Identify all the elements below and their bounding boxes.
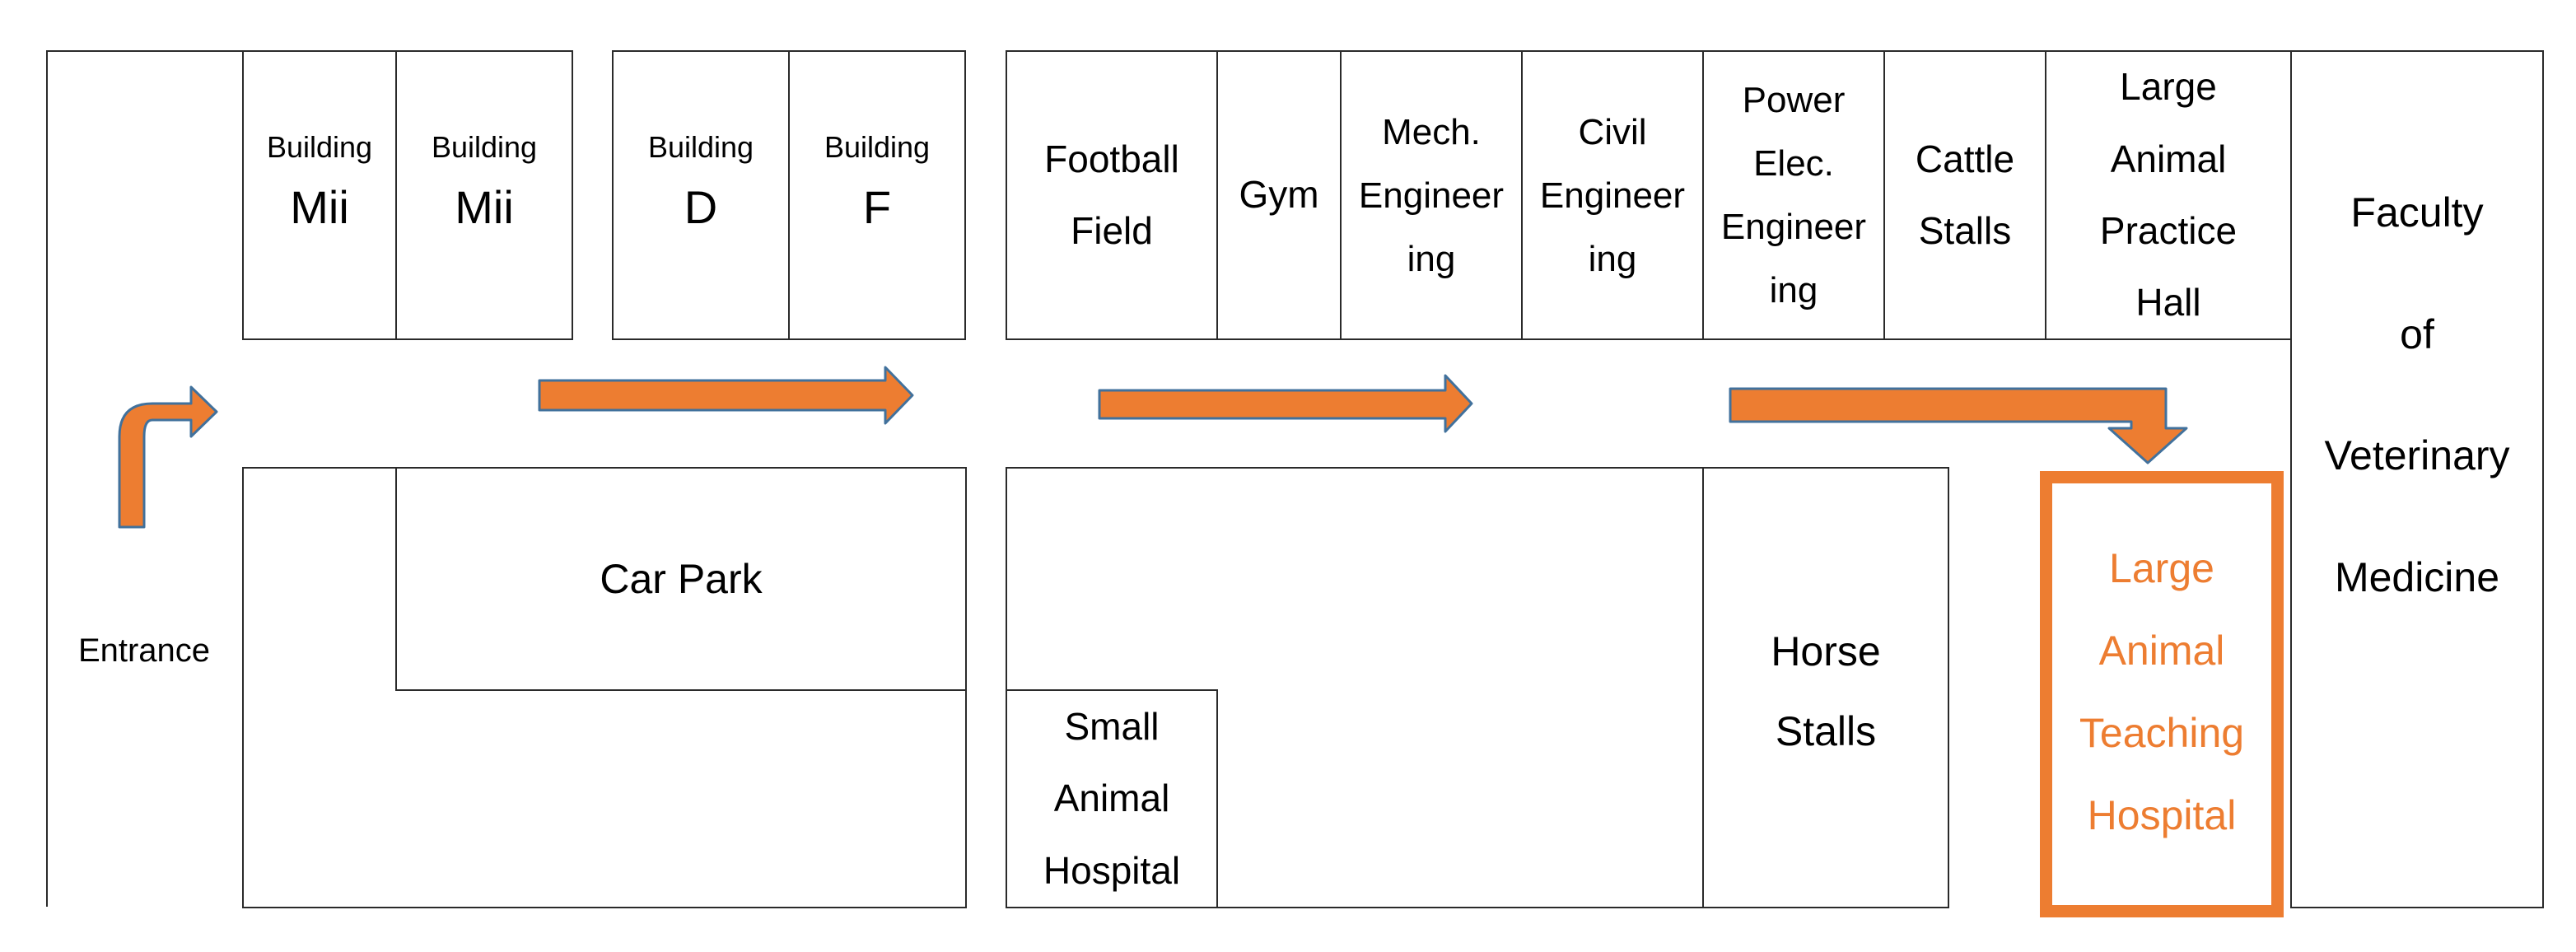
small-animal-hospital [1006, 689, 1218, 908]
car-park-inner-vertical [395, 467, 397, 691]
building-mii-right-label: Building Mii [395, 115, 573, 247]
right-arrow-1-icon [538, 366, 914, 425]
gym [1216, 50, 1342, 340]
building-code: Mii [455, 180, 514, 233]
large-animal-teaching-hospital[interactable] [2040, 471, 2284, 917]
mech-engineering [1340, 50, 1523, 340]
building-mii-left [242, 50, 397, 340]
car-park-label: Car Park [600, 556, 763, 602]
building-d-label: Building D [612, 115, 790, 247]
right-down-arrow-icon [1729, 387, 2188, 464]
building-d [612, 50, 790, 340]
right-arrow-2-icon [1098, 374, 1473, 433]
gym-label: Gym [1239, 173, 1319, 217]
civil-engineering [1521, 50, 1704, 340]
building-prefix: Building [431, 130, 538, 165]
turn-arrow-icon [118, 385, 218, 529]
entrance-boundary-line [46, 50, 48, 907]
building-code: Mii [290, 180, 349, 233]
building-prefix: Building [647, 130, 754, 165]
building-f [788, 50, 966, 340]
building-prefix: Building [266, 130, 373, 165]
entrance-top-line [46, 50, 244, 52]
horse-stalls [1702, 467, 1949, 908]
faculty-of-veterinary-medicine [2290, 50, 2544, 908]
building-prefix: Building [824, 130, 931, 165]
cattle-stalls [1883, 50, 2046, 340]
building-mii-left-label: Building Mii [242, 115, 397, 247]
building-f-label: Building F [788, 115, 966, 247]
entrance-label: Entrance [77, 632, 211, 669]
power-elec-engineering [1702, 50, 1885, 340]
football-field [1006, 50, 1218, 340]
building-mii-right [395, 50, 573, 340]
building-code: D [684, 180, 718, 233]
car-park-inner-horizontal [395, 689, 967, 691]
building-code: F [862, 180, 892, 233]
car-park-lot [242, 467, 967, 908]
large-animal-practice-hall [2045, 50, 2292, 340]
